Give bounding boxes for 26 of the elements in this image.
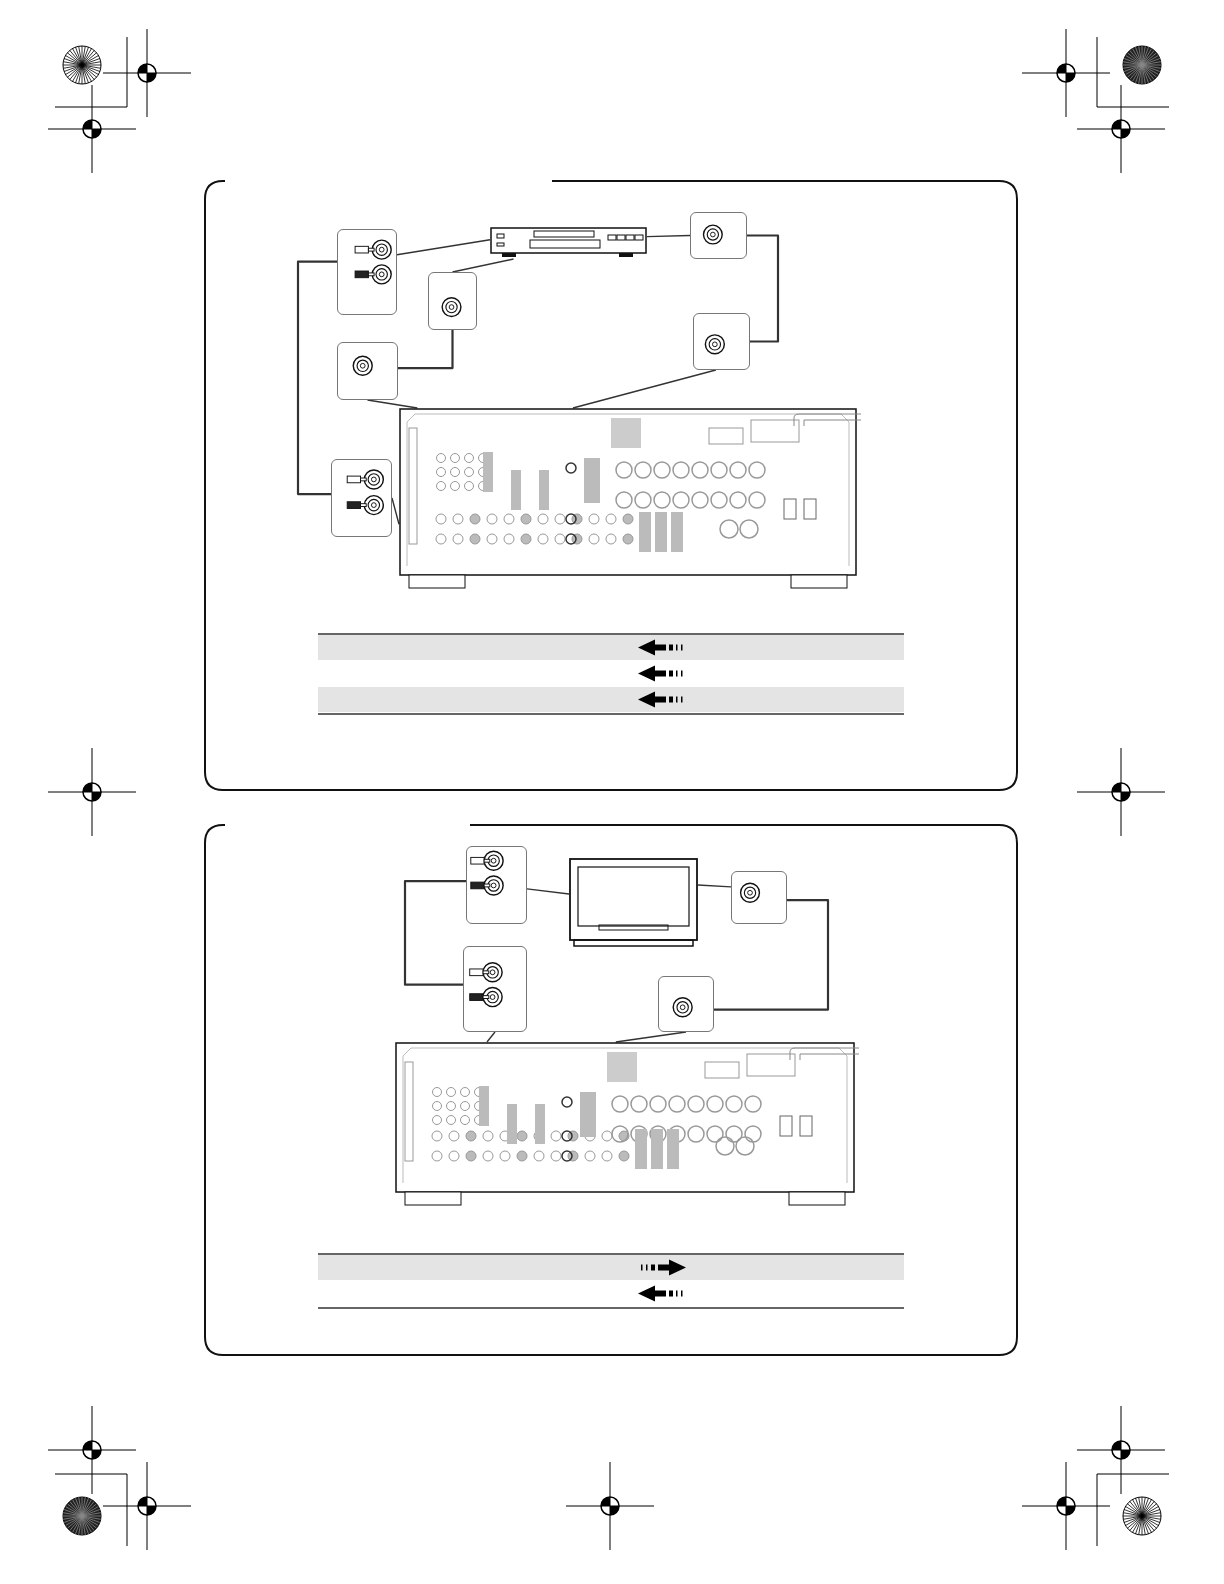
leader-line — [615, 1031, 687, 1043]
cable — [296, 260, 337, 496]
leader-line — [396, 239, 491, 256]
callout-box — [658, 976, 714, 1032]
leader-line — [646, 234, 691, 238]
callout-box — [337, 229, 397, 315]
leader-line — [697, 884, 732, 888]
leader-line — [366, 399, 418, 409]
callout-box — [331, 459, 392, 537]
cable — [403, 880, 466, 986]
cable — [398, 330, 454, 370]
dvd-player-drawing — [490, 227, 647, 259]
callout-box — [693, 313, 750, 370]
tv-drawing — [569, 858, 698, 948]
cable — [747, 234, 780, 343]
callout-box — [690, 212, 747, 259]
leader-line — [572, 369, 717, 409]
callout-box — [466, 846, 527, 924]
callout-box — [337, 342, 398, 400]
callout-box — [731, 871, 787, 924]
callout-box — [428, 272, 477, 330]
leader-line — [391, 497, 400, 525]
leader-line — [526, 888, 570, 895]
leader-line — [451, 258, 515, 273]
callout-box — [463, 946, 527, 1032]
cable — [714, 899, 830, 1011]
